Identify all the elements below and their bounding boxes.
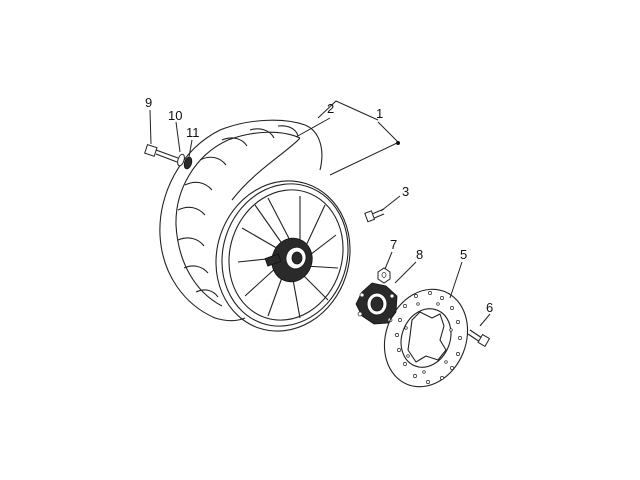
disc-vent-holes	[395, 291, 462, 384]
disc-carrier	[355, 282, 398, 325]
callout-11: 11	[186, 125, 200, 140]
axle-bolt	[144, 144, 179, 163]
wheel-rim	[215, 180, 351, 332]
leader-lines	[149, 100, 491, 327]
wheel-hub	[264, 237, 313, 283]
callout-7: 7	[390, 237, 397, 252]
washer	[177, 153, 185, 167]
spacer	[183, 156, 193, 170]
callout-1: 1	[376, 106, 383, 121]
tire	[159, 119, 323, 322]
callout-9: 9	[145, 95, 152, 110]
callout-10: 10	[168, 108, 182, 123]
hub-nut	[377, 267, 391, 284]
callout-3: 3	[402, 184, 409, 199]
callout-2: 2	[327, 101, 334, 116]
callout-6: 6	[486, 300, 493, 315]
callout-8: 8	[416, 247, 423, 262]
brake-disc	[383, 288, 469, 388]
callout-5: 5	[460, 247, 467, 262]
callout-labels: 1 2 3 5 6 7 8 9 10 11	[145, 95, 493, 315]
disc-screw	[467, 329, 491, 348]
